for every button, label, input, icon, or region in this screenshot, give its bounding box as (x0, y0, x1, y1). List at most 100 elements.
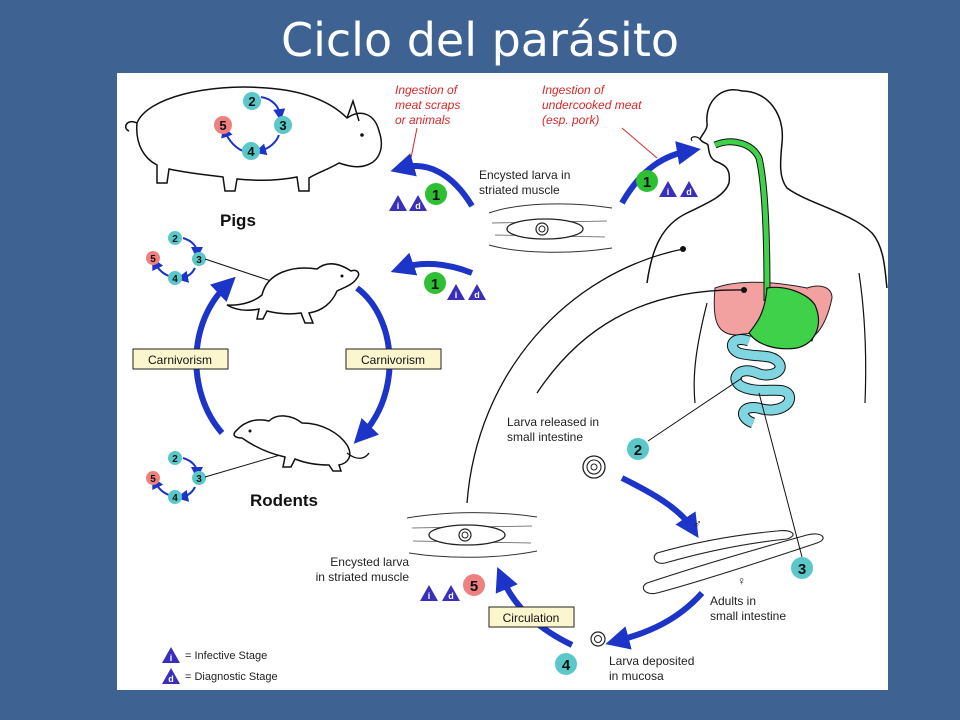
stage-1-rodent-marker: 1 i d (424, 272, 486, 300)
arrow-to-adults (620, 475, 699, 539)
rat-icon (226, 263, 360, 324)
pig-icon (125, 86, 383, 192)
svg-text:Circulation: Circulation (503, 611, 560, 625)
svg-text:Encysted larva in: Encysted larva in (479, 168, 570, 182)
svg-text:3: 3 (196, 474, 202, 485)
arrow-to-pig (390, 153, 475, 208)
svg-text:Larva released in: Larva released in (507, 415, 599, 429)
svg-text:small intestine: small intestine (710, 609, 786, 623)
svg-text:i: i (397, 201, 400, 211)
svg-text:i: i (170, 653, 173, 663)
coiled-larva-icon (582, 455, 606, 479)
ingestion-undercooked-label: Ingestion of undercooked meat (esp. pork… (542, 83, 642, 127)
svg-text:= Diagnostic Stage: = Diagnostic Stage (185, 671, 278, 683)
pigs-label: Pigs (220, 211, 256, 230)
svg-text:3: 3 (279, 118, 286, 133)
encysted-bottom-label: Encysted larva in striated muscle (316, 555, 410, 584)
svg-text:d: d (448, 591, 454, 601)
svg-text:Adults in: Adults in (710, 594, 756, 608)
svg-text:undercooked meat: undercooked meat (542, 98, 642, 112)
svg-text:5: 5 (150, 254, 156, 265)
svg-text:i: i (455, 290, 458, 300)
larva-deposited-label: Larva deposited in mucosa (609, 654, 694, 683)
male-symbol: ♂ (693, 517, 702, 531)
svg-text:5: 5 (150, 474, 156, 485)
muscle-return-line-inner (536, 289, 745, 394)
stage-3-human-marker: 3 (791, 557, 813, 579)
svg-text:(esp. pork): (esp. pork) (542, 113, 599, 127)
muscle-cyst-icon (488, 203, 613, 253)
svg-text:d: d (474, 290, 480, 300)
svg-text:5: 5 (470, 578, 478, 595)
svg-text:i: i (667, 187, 670, 197)
svg-text:Ingestion of: Ingestion of (542, 83, 606, 97)
svg-text:meat scraps: meat scraps (395, 98, 460, 112)
svg-text:1: 1 (643, 174, 651, 191)
muscle-return-line-outer (466, 248, 684, 504)
rodent-top-mini-cycle: 2 3 4 5 (146, 231, 206, 285)
svg-text:4: 4 (172, 493, 178, 504)
rat-icon (233, 415, 370, 472)
rodents-label: Rodents (250, 491, 318, 510)
stage-2-human-marker: 2 (627, 438, 649, 460)
svg-text:small intestine: small intestine (507, 430, 583, 444)
svg-text:i: i (428, 591, 431, 601)
arrow-to-mucosa (605, 591, 705, 650)
encysted-top-label: Encysted larva in striated muscle (479, 168, 570, 197)
pig-stage-4 (242, 142, 260, 160)
svg-text:2: 2 (248, 94, 255, 109)
pig-stage-3 (274, 116, 292, 134)
svg-text:Encysted larva: Encysted larva (330, 555, 409, 569)
circulation-box: Circulation (488, 606, 575, 628)
stage-1-human-marker: 1 i d (636, 170, 698, 197)
rodent-bottom-mini-cycle: 2 3 4 5 (146, 451, 206, 504)
svg-text:d: d (686, 187, 692, 197)
svg-text:Carnivorism: Carnivorism (361, 353, 425, 367)
legend-diagnostic: d = Diagnostic Stage (162, 668, 278, 684)
arrow-to-human (619, 141, 701, 205)
svg-text:in mucosa: in mucosa (609, 669, 664, 683)
svg-text:striated muscle: striated muscle (479, 183, 560, 197)
svg-text:2: 2 (172, 234, 178, 245)
carnivorism-left-box: Carnivorism (132, 348, 229, 370)
svg-text:4: 4 (172, 274, 178, 285)
slide-title: Ciclo del parásito (280, 13, 680, 67)
stage-5-human-marker: i d 5 (420, 574, 485, 601)
svg-text:d: d (415, 201, 421, 211)
pig-mini-cycle: 2 3 4 5 (214, 92, 292, 160)
stage-1-pig-marker: 1 i d (389, 183, 447, 211)
svg-text:Larva deposited: Larva deposited (609, 654, 694, 668)
stage-4-human-marker: 4 (555, 653, 577, 675)
svg-text:2: 2 (634, 442, 642, 459)
svg-text:= Infective Stage: = Infective Stage (185, 650, 267, 662)
coiled-larva-icon (590, 631, 606, 647)
svg-text:or animals: or animals (395, 113, 450, 127)
adult-worm-icon (642, 530, 824, 595)
adults-label: Adults in small intestine (710, 594, 786, 623)
stomach-icon (748, 286, 819, 350)
lifecycle-diagram: 2 3 4 5 Pigs Ingestion of meat scraps or… (117, 73, 888, 690)
carnivorism-right-box: Carnivorism (345, 348, 442, 370)
legend: i = Infective Stage d = Diagnostic Stage (162, 647, 278, 684)
svg-text:2: 2 (172, 454, 178, 465)
svg-text:1: 1 (431, 276, 439, 293)
svg-text:3: 3 (798, 561, 806, 578)
larva-released-label: Larva released in small intestine (507, 415, 599, 444)
svg-text:5: 5 (219, 118, 226, 133)
svg-text:in striated muscle: in striated muscle (316, 570, 410, 584)
svg-text:3: 3 (196, 255, 202, 266)
female-symbol: ♀ (737, 574, 746, 588)
arrow-to-rodent (390, 252, 474, 276)
pig-stage-2 (243, 92, 261, 110)
svg-text:Carnivorism: Carnivorism (148, 353, 212, 367)
pig-stage-5 (214, 116, 232, 134)
muscle-cyst-icon (406, 512, 538, 558)
human-silhouette-icon (646, 89, 888, 404)
svg-text:d: d (168, 674, 174, 684)
svg-text:4: 4 (247, 144, 255, 159)
legend-infective: i = Infective Stage (162, 647, 267, 663)
svg-text:4: 4 (562, 657, 571, 674)
ingestion-scraps-label: Ingestion of meat scraps or animals (395, 83, 460, 127)
svg-text:1: 1 (432, 187, 440, 204)
svg-text:Ingestion of: Ingestion of (395, 83, 459, 97)
